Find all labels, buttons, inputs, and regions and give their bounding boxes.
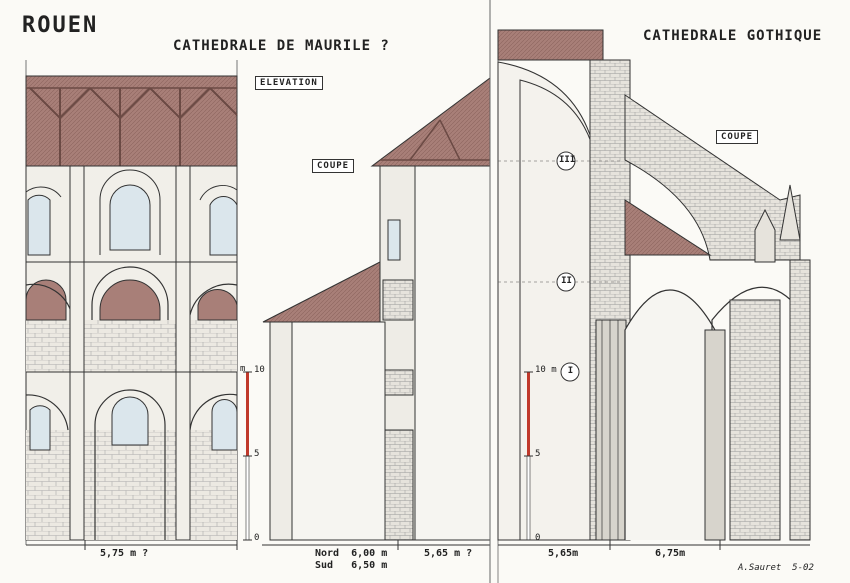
maurile-section <box>262 77 491 550</box>
left-aisle-dim: 5,65 m ? <box>424 548 473 559</box>
right-scale-0: 0 <box>535 533 541 543</box>
gothic-nave-dim: 6,75m <box>655 548 686 559</box>
elevation-label: ELEVATION <box>255 76 323 90</box>
nord-dim: Nord 6,00 m <box>315 548 388 559</box>
gothic-section <box>497 29 811 550</box>
elevation-width-dim: 5,75 m ? <box>100 548 149 559</box>
level-label-iii: III <box>559 155 576 165</box>
signature: A.Sauret 5-02 <box>738 563 814 573</box>
coupe-left-label: COUPE <box>312 159 355 173</box>
left-scale-10: 10 <box>254 365 265 375</box>
page-title: ROUEN <box>22 13 99 38</box>
level-label-i: I <box>567 366 574 376</box>
left-title: CATHEDRALE DE MAURILE ? <box>173 38 390 54</box>
right-title: CATHEDRALE GOTHIQUE <box>643 28 823 44</box>
left-scale-unit: m <box>240 364 246 374</box>
left-scale-0: 0 <box>254 533 260 543</box>
left-scale-bar <box>243 371 252 541</box>
sud-dim: Sud 6,50 m <box>315 560 388 571</box>
right-scale-10: 10 m <box>535 365 557 375</box>
gothic-aisle-dim: 5,65m <box>548 548 579 559</box>
level-label-ii: II <box>561 276 572 286</box>
elevation-drawing <box>25 60 238 550</box>
right-scale-5: 5 <box>535 449 541 459</box>
level-marker-i <box>560 362 580 382</box>
left-scale-5: 5 <box>254 449 260 459</box>
right-scale-bar <box>524 371 533 541</box>
coupe-right-label: COUPE <box>716 130 759 144</box>
